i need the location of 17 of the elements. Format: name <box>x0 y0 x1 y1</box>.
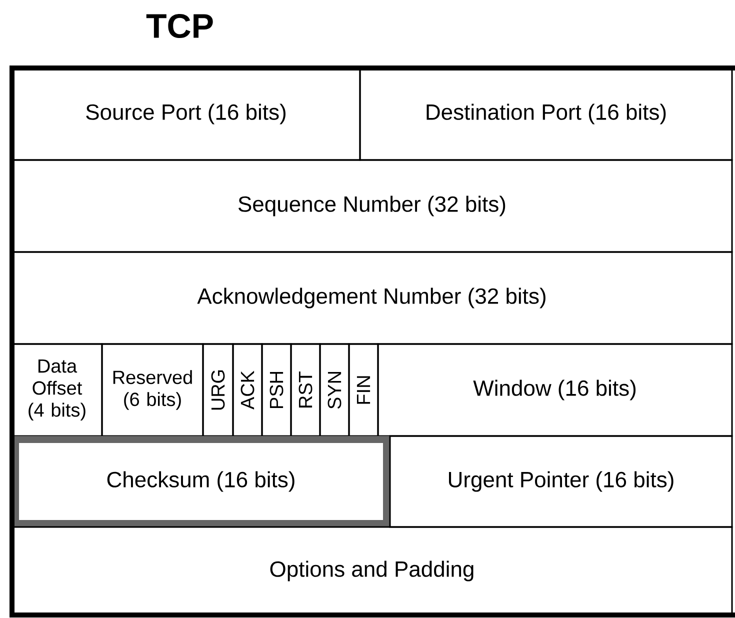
flag-cell: RST <box>290 343 321 437</box>
flag-cell: PSH <box>261 343 292 437</box>
field-cell: Acknowledgement Number (32 bits) <box>11 251 733 345</box>
title: TCP <box>146 14 213 38</box>
flag-cell: URG <box>202 343 234 437</box>
field-cell: Options and Padding <box>11 526 733 616</box>
flag-cell: FIN <box>348 343 379 437</box>
flag-cell: ACK <box>232 343 263 437</box>
flag-cell: SYN <box>319 343 350 437</box>
field-cell: Urgent Pointer (16 bits) <box>389 435 733 528</box>
field-cell: Window (16 bits) <box>377 343 733 437</box>
node-label: Source Port (16 bits) <box>86 104 286 124</box>
field-cell: Data Offset (4 bits) <box>11 343 103 437</box>
field-cell: Destination Port (16 bits) <box>359 67 733 161</box>
field-cell: Reserved (6 bits) <box>101 343 204 437</box>
field-cell: Sequence Number (32 bits) <box>11 159 733 253</box>
highlighted-field-cell: Checksum (16 bits) <box>12 436 390 527</box>
